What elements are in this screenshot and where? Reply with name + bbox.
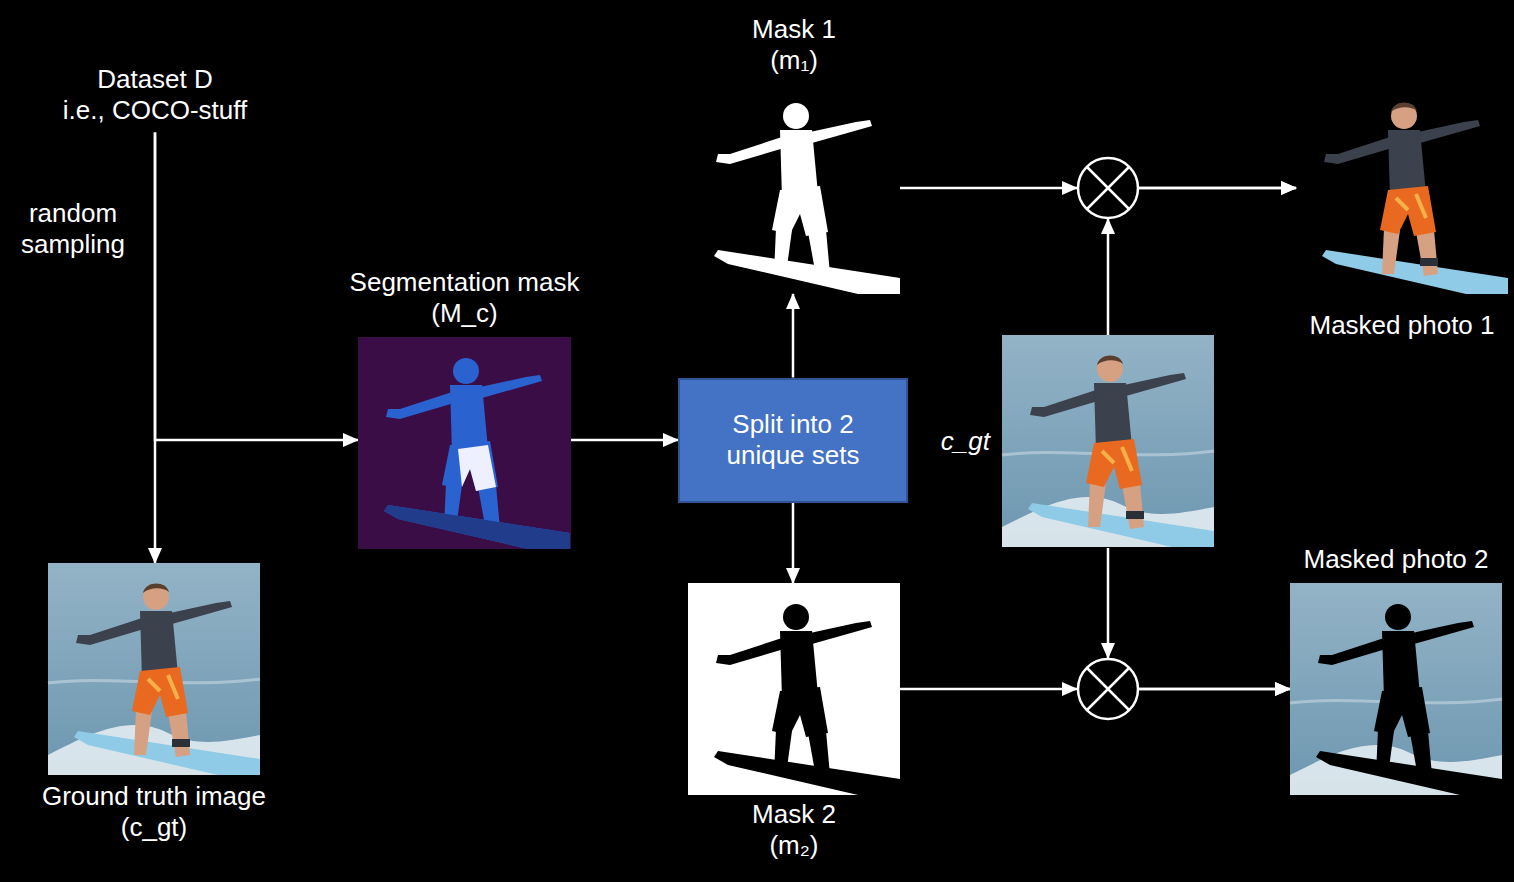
image-node: c_gt [1002, 335, 1215, 548]
arrow-connector [792, 503, 795, 584]
arrow-connector [1108, 548, 1290, 689]
image-node: Ground truth image(c_gt) [48, 563, 260, 775]
segmentation-illustration [358, 337, 571, 549]
caption-group: Segmentation mask(M_c) [350, 267, 580, 329]
node-subtext: (c_gt) [42, 812, 266, 843]
multiply-symbol [1062, 643, 1138, 719]
mask-illustration [688, 583, 900, 795]
node-subtext: i.e., COCO-stuff [63, 95, 247, 126]
masked-photo-node: Masked photo 1 [1296, 82, 1508, 294]
edge-label: random sampling [8, 196, 138, 262]
masked-photo-illustration [1322, 102, 1508, 294]
caption-group: Mask 1(m₁) [752, 14, 836, 76]
node-text: Dataset D [63, 64, 247, 95]
caption-group: Masked photo 1 [1309, 310, 1494, 341]
mask-node: Mask 2(m₂) [688, 583, 900, 795]
image-node: Segmentation mask(M_c) [358, 337, 571, 549]
node-text: c_gt [941, 426, 990, 457]
mask-illustration [714, 103, 900, 294]
node-text: Mask 1 [752, 14, 836, 45]
caption-group: Mask 2(m₂) [752, 799, 836, 861]
photo-illustration [48, 563, 260, 775]
mask-node: Mask 1(m₁) [688, 82, 900, 294]
arrow-connector [154, 132, 157, 563]
node-text: Segmentation mask [350, 267, 580, 298]
arrow-connector [792, 294, 795, 378]
node-subtext: (m₁) [752, 45, 836, 76]
arrow-connector [1108, 188, 1296, 335]
multiply-symbol [1062, 158, 1138, 234]
dataset-label: Dataset Di.e., COCO-stuff [59, 62, 251, 128]
caption-group: Masked photo 2 [1303, 544, 1488, 575]
caption-group: Ground truth image(c_gt) [42, 781, 266, 843]
photo-illustration [1002, 335, 1214, 547]
node-text: Mask 2 [752, 799, 836, 830]
node-subtext: (M_c) [350, 298, 580, 329]
node-text: Split into 2 unique sets [708, 409, 878, 471]
process-box: Split into 2 unique sets [678, 378, 908, 503]
caption-group: c_gt [941, 426, 990, 457]
arrow-connector [571, 439, 678, 442]
node-text: Ground truth image [42, 781, 266, 812]
arrow-connector [155, 132, 358, 440]
masked-photo-node: Masked photo 2 [1290, 583, 1502, 795]
node-text: Masked photo 2 [1303, 544, 1488, 575]
node-subtext: (m₂) [752, 830, 836, 861]
masked-photo-illustration [1290, 583, 1502, 795]
node-text: Masked photo 1 [1309, 310, 1494, 341]
